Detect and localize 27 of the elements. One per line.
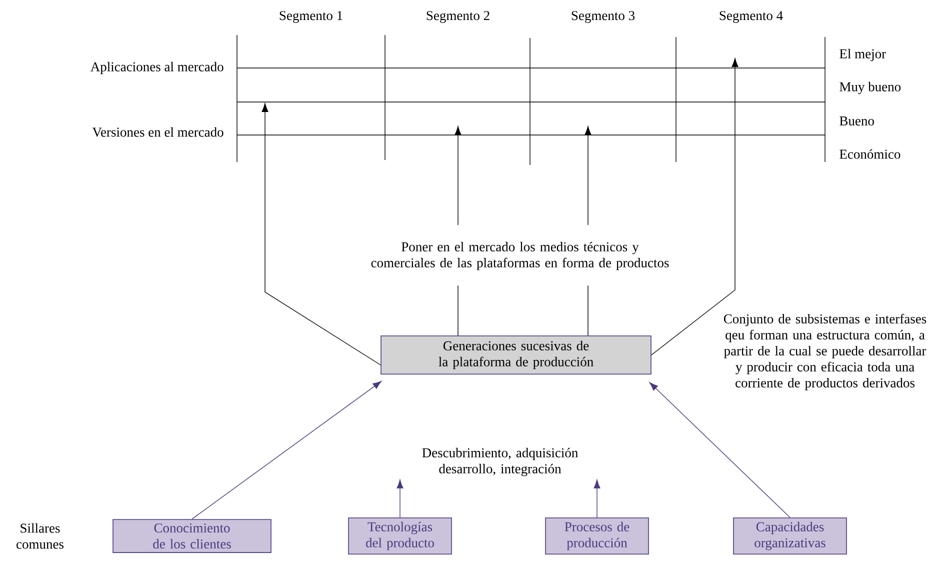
segment-label: Segmento 1 [280, 11, 342, 23]
quality-label: Económico [840, 149, 900, 159]
quality-label: Muy bueno [840, 82, 901, 94]
arrow [262, 103, 381, 366]
row-label: Sillares comunes [16, 523, 64, 549]
arrow [584, 126, 592, 336]
definition-text: Conjunto de subsistemas e interfases qeu forman una estructura común, a partir de la cual se puede desarrollar y producir con eficacia toda una corriente de productos derivados [724, 314, 926, 390]
segment-label: Segmento 4 [720, 11, 783, 23]
arrow [396, 480, 404, 518]
building-block-box: Tecnologías del producto [348, 517, 452, 555]
quality-label: Bueno [840, 116, 874, 126]
building-block-box: Capacidades organizativas [733, 517, 847, 555]
arrow [651, 58, 738, 356]
process-text: Descubrimiento, adquisición desarrollo, integración [422, 448, 578, 476]
platform-box: Generaciones sucesivas de la plataforma de producción [380, 335, 652, 375]
row-label: Versiones en el mercado [92, 127, 224, 137]
building-block-box: Conocimiento de los clientes [112, 519, 272, 553]
arrow [192, 380, 382, 520]
quality-label: El mejor [840, 48, 886, 62]
building-block-box: Procesos de producción [545, 517, 649, 555]
arrow [594, 480, 600, 518]
arrow [649, 382, 790, 518]
segment-label: Segmento 3 [572, 11, 635, 23]
segment-label: Segmento 2 [426, 11, 490, 23]
note-text: Poner en el mercado los medios técnicos y comerciales de las plataformas en forma de productos [371, 242, 669, 270]
row-label: Aplicaciones al mercado [90, 62, 224, 74]
arrow [454, 126, 462, 336]
